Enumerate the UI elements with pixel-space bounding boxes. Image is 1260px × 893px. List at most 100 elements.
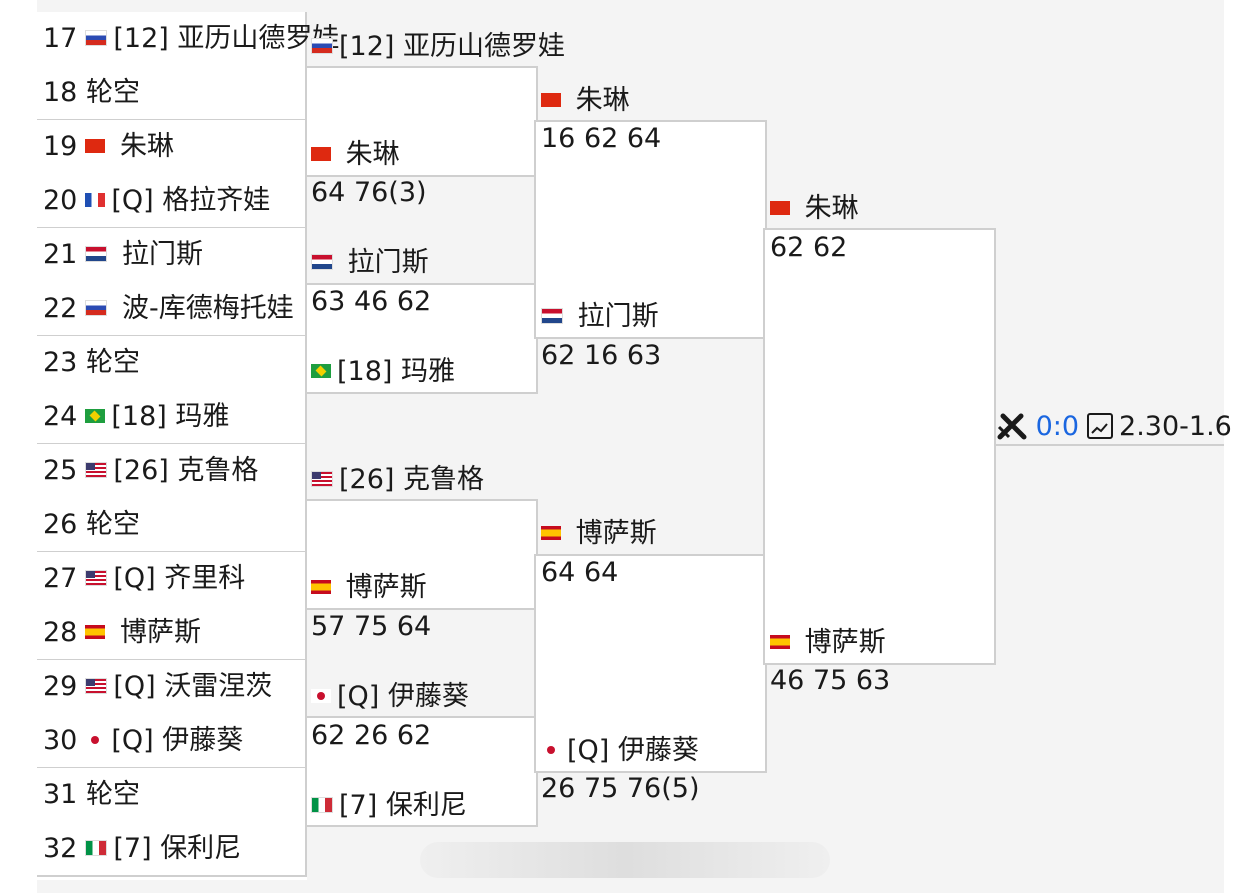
player-name: [18] 玛雅 (337, 356, 456, 387)
match-score: 57 75 64 (311, 611, 432, 642)
player-name: 博萨斯 (119, 617, 201, 648)
draw-number: 25 (43, 455, 78, 486)
match-score: 64 76(3) (311, 177, 427, 208)
flag-japan-icon (311, 688, 331, 703)
match-score: 64 64 (541, 557, 619, 588)
round1-match[interactable]: 27[Q] 齐里科 28 博萨斯 (37, 552, 307, 661)
draw-number: 17 (43, 23, 78, 54)
player-name: 拉门斯 (121, 239, 203, 270)
round2-player[interactable]: 博萨斯 (307, 571, 427, 605)
player-name: 朱琳 (119, 131, 174, 162)
player-slot[interactable]: 30[Q] 伊藤葵 (37, 714, 243, 768)
flag-china-icon (770, 200, 790, 215)
draw-number: 27 (43, 563, 78, 594)
semifinal-box[interactable] (763, 228, 996, 665)
player-slot[interactable]: 27[Q] 齐里科 (37, 552, 245, 606)
match-score: 46 75 63 (770, 665, 891, 696)
flag-netherlands-icon (85, 245, 108, 262)
player-slot[interactable]: 21 拉门斯 (37, 228, 203, 282)
final-match[interactable]: 0:0 2.30-1.6 (997, 410, 1232, 444)
player-slot[interactable]: 19 朱琳 (37, 120, 174, 174)
flag-russia-icon (311, 37, 333, 54)
player-name: [Q] 伊藤葵 (567, 735, 699, 766)
round2-player[interactable]: [Q] 伊藤葵 (307, 680, 469, 714)
player-name: [26] 克鲁格 (113, 455, 259, 486)
flag-china-icon (541, 92, 561, 107)
flag-spain-icon (541, 525, 561, 540)
player-slot[interactable]: 32[7] 保利尼 (37, 822, 241, 876)
flag-france-icon (85, 192, 106, 207)
flag-brazil-icon (85, 408, 106, 423)
player-name: 朱琳 (345, 139, 400, 170)
player-name: 朱琳 (575, 85, 630, 116)
player-name: [Q] 沃雷涅茨 (113, 671, 273, 702)
player-slot[interactable]: 28 博萨斯 (37, 606, 201, 660)
flag-usa-icon (85, 461, 108, 478)
round1-column: 17 [12] 亚历山德罗娃 18 轮空 19 朱琳 20[Q] 格拉齐娃 21 … (37, 12, 339, 880)
player-slot[interactable]: 31 轮空 (37, 768, 140, 822)
round1-match[interactable]: 19 朱琳 20[Q] 格拉齐娃 (37, 120, 307, 229)
round1-match[interactable]: 25 [26] 克鲁格 26 轮空 (37, 444, 307, 553)
player-slot[interactable]: 25 [26] 克鲁格 (37, 444, 258, 498)
player-name: 拉门斯 (577, 301, 659, 332)
player-slot[interactable]: 18 轮空 (37, 66, 140, 120)
player-name: 轮空 (85, 509, 140, 540)
match-score: 63 46 62 (311, 286, 432, 317)
draw-number: 29 (43, 671, 78, 702)
player-name: [12] 亚历山德罗娃 (113, 23, 340, 54)
round2-player[interactable]: [12] 亚历山德罗娃 (307, 30, 565, 64)
flag-usa-icon (85, 569, 108, 586)
player-name: 朱琳 (804, 193, 859, 224)
round2-match-box[interactable] (305, 499, 538, 610)
round3-player[interactable]: 拉门斯 (537, 300, 659, 334)
draw-number: 18 (43, 77, 78, 108)
flag-china-icon (311, 146, 331, 161)
round3-player[interactable]: 博萨斯 (537, 517, 657, 551)
player-slot[interactable]: 20[Q] 格拉齐娃 (37, 174, 270, 228)
player-slot[interactable]: 17 [12] 亚历山德罗娃 (37, 12, 339, 66)
round2-player[interactable]: 朱琳 (307, 138, 400, 172)
round1-match[interactable]: 31 轮空 32[7] 保利尼 (37, 768, 307, 877)
player-name: [Q] 格拉齐娃 (111, 185, 271, 216)
round2-player[interactable]: [26] 克鲁格 (307, 463, 484, 497)
match-score: 62 16 63 (541, 340, 662, 371)
round2-player[interactable]: 拉门斯 (307, 246, 429, 280)
round4-player[interactable]: 博萨斯 (766, 626, 886, 660)
horizontal-scrollbar[interactable] (420, 842, 830, 878)
flag-brazil-icon (311, 363, 331, 378)
player-name: 轮空 (85, 347, 140, 378)
player-slot[interactable]: 26 轮空 (37, 498, 140, 552)
player-slot[interactable]: 23 轮空 (37, 336, 140, 390)
flag-russia-icon (85, 299, 108, 316)
live-score[interactable]: 0:0 (1035, 411, 1080, 442)
flag-japan-icon (85, 732, 106, 747)
player-slot[interactable]: 22 波-库德梅托娃 (37, 282, 294, 336)
round2-match-box[interactable] (305, 66, 538, 177)
player-name: [Q] 伊藤葵 (337, 681, 469, 712)
round3-player[interactable]: 朱琳 (537, 84, 630, 118)
draw-number: 31 (43, 779, 78, 810)
flag-usa-icon (311, 470, 333, 487)
round1-match[interactable]: 29 [Q] 沃雷涅茨 30[Q] 伊藤葵 (37, 660, 307, 769)
round2-match-box[interactable] (305, 283, 538, 394)
chart-icon[interactable] (1087, 412, 1114, 439)
player-name: 波-库德梅托娃 (121, 293, 294, 324)
flag-russia-icon (85, 29, 108, 46)
round2-player[interactable]: [7] 保利尼 (307, 789, 467, 823)
match-score: 62 26 62 (311, 720, 432, 751)
round1-match[interactable]: 17 [12] 亚历山德罗娃 18 轮空 (37, 12, 339, 121)
round4-player[interactable]: 朱琳 (766, 192, 859, 226)
round2-player[interactable]: [18] 玛雅 (307, 355, 455, 389)
player-name: [7] 保利尼 (339, 790, 467, 821)
match-score: 62 62 (770, 232, 848, 263)
draw-number: 28 (43, 617, 78, 648)
draw-number: 26 (43, 509, 78, 540)
odds-value[interactable]: 2.30-1.6 (1119, 411, 1232, 442)
player-slot[interactable]: 24[18] 玛雅 (37, 390, 229, 444)
player-slot[interactable]: 29 [Q] 沃雷涅茨 (37, 660, 272, 714)
round1-match[interactable]: 23 轮空 24[18] 玛雅 (37, 336, 307, 445)
round3-player[interactable]: [Q] 伊藤葵 (537, 734, 699, 768)
draw-number: 19 (43, 131, 78, 162)
round1-match[interactable]: 21 拉门斯 22 波-库德梅托娃 (37, 228, 307, 337)
player-name: [Q] 伊藤葵 (111, 725, 244, 756)
